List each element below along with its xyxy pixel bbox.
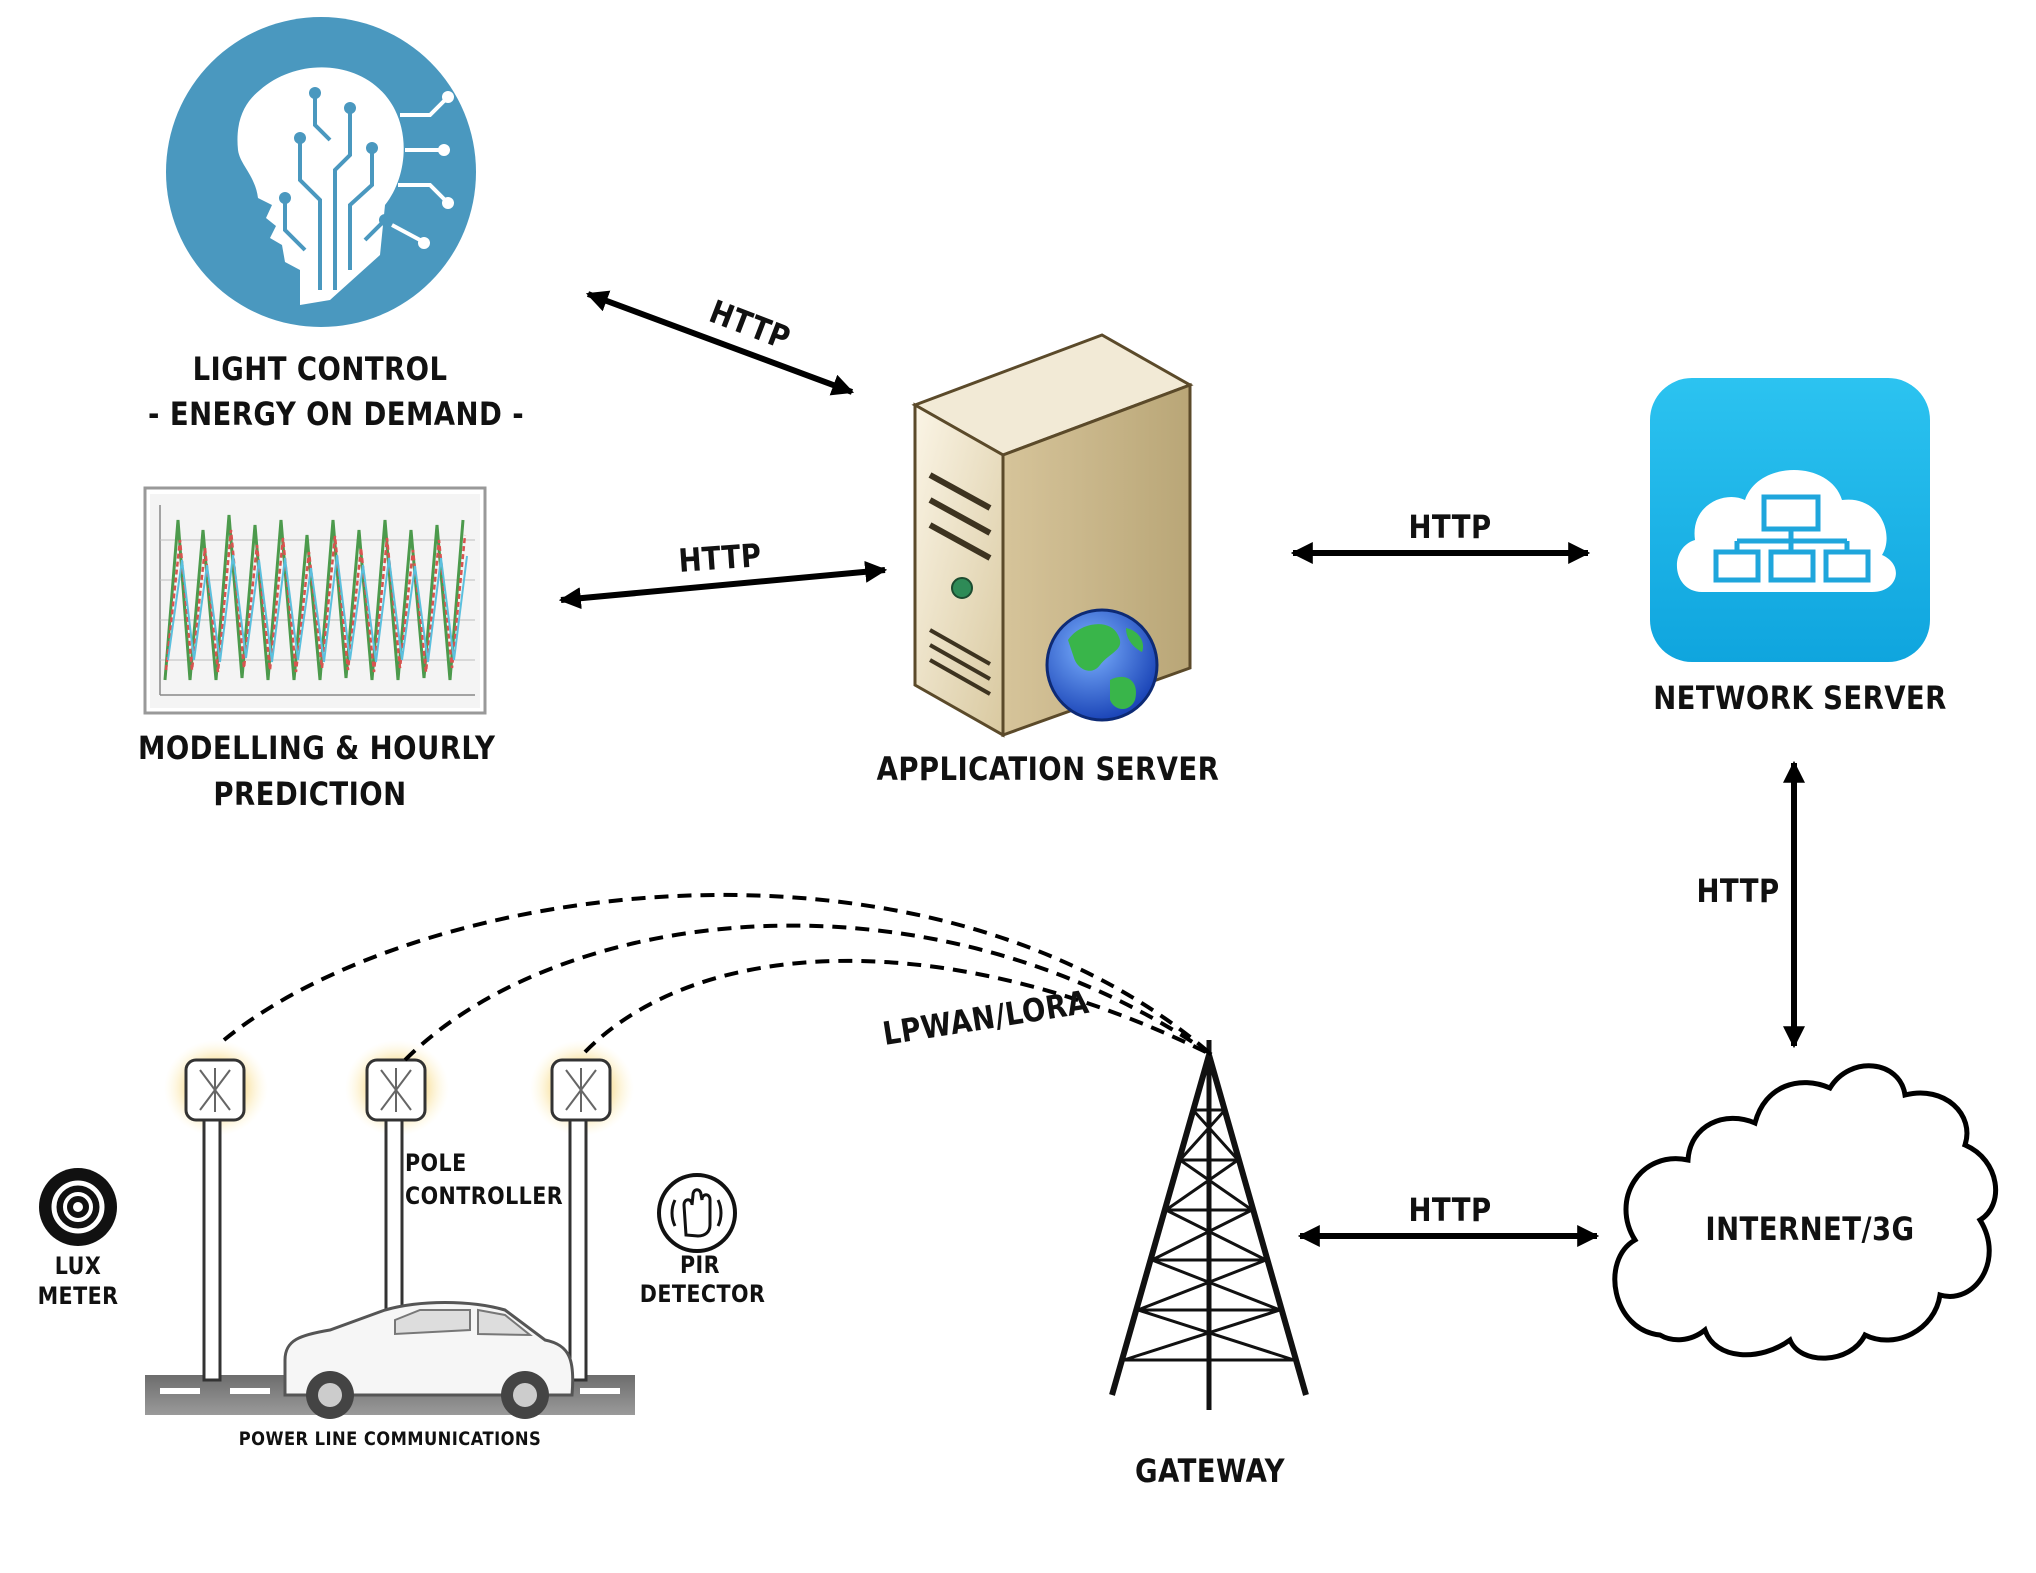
power-line-label: POWER LINE COMMUNICATIONS [238, 1428, 542, 1450]
street-lamp-icon [550, 1058, 612, 1122]
lux-meter-label-line2: METER [37, 1282, 119, 1310]
light-control-title: LIGHT CONTROL [192, 350, 448, 388]
modelling-title: MODELLING & HOURLY [138, 729, 496, 767]
modelling-title-line2: PREDICTION [213, 775, 407, 813]
network-server-icon [1650, 378, 1930, 662]
arrow-model-app [558, 560, 888, 610]
network-server-label: NETWORK SERVER [1653, 679, 1947, 717]
gateway-tower-icon [1109, 1040, 1309, 1410]
http-label-model-app: HTTP [677, 536, 763, 580]
ai-brain-icon [166, 17, 476, 327]
lux-meter-icon [39, 1168, 117, 1246]
pole-controller-label-line2: CONTROLLER [405, 1182, 564, 1210]
street-lamp-icon [184, 1058, 246, 1122]
lora-links [222, 892, 1214, 1062]
internet-label: INTERNET/3G [1705, 1210, 1915, 1248]
gateway-label: GATEWAY [1134, 1452, 1286, 1490]
pir-detector-label: PIR [680, 1251, 720, 1279]
http-label-app-network: HTTP [1408, 508, 1492, 546]
application-server-label: APPLICATION SERVER [876, 750, 1220, 788]
arrow-light-app [585, 290, 855, 396]
street-lamp-icon [365, 1058, 427, 1122]
light-control-subtitle: - ENERGY ON DEMAND - [148, 395, 525, 433]
pir-detector-icon [657, 1173, 737, 1253]
prediction-chart-icon [143, 486, 487, 715]
internet-cloud-icon [1612, 1063, 1998, 1361]
pole-controller-label: POLE [405, 1149, 467, 1177]
connector-arrows [558, 290, 1805, 1247]
pir-detector-label-line2: DETECTOR [639, 1280, 766, 1308]
http-label-gateway-internet: HTTP [1408, 1191, 1492, 1229]
lux-meter-label: LUX [54, 1252, 102, 1280]
application-server-icon [911, 333, 1194, 738]
http-label-network-internet: HTTP [1696, 872, 1780, 910]
street-scene [145, 1040, 635, 1419]
car-icon [283, 1301, 575, 1419]
